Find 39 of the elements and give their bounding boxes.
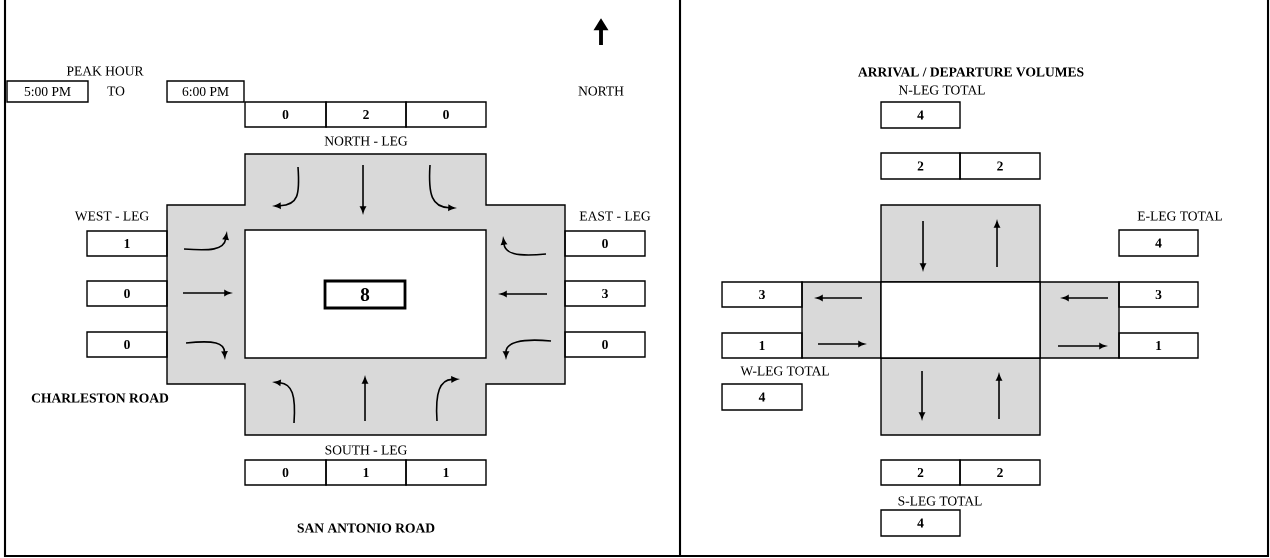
label: PEAK HOUR — [66, 66, 144, 76]
label: NORTH - LEG — [324, 136, 408, 146]
count-box: 1 — [721, 332, 803, 359]
time-box: 6:00 PM — [166, 80, 245, 103]
count-box: 2 — [959, 459, 1041, 486]
count-box: 0 — [405, 101, 487, 128]
count-box: 0 — [244, 101, 327, 128]
time-box: 5:00 PM — [6, 80, 89, 103]
count-box: 3 — [1118, 281, 1199, 308]
count-box: 4 — [1118, 229, 1199, 257]
count-box: 1 — [325, 459, 407, 486]
label: S-LEG TOTAL — [898, 496, 982, 506]
panel-title: ARRIVAL / DEPARTURE VOLUMES — [858, 67, 1084, 77]
road-name: SAN ANTONIO ROAD — [297, 523, 435, 533]
count-box: 1 — [86, 230, 168, 257]
label: N-LEG TOTAL — [898, 85, 985, 95]
count-box: 2 — [325, 101, 407, 128]
count-box: 0 — [564, 230, 646, 257]
count-box: 1 — [1118, 332, 1199, 359]
label: E-LEG TOTAL — [1137, 211, 1222, 221]
label: SOUTH - LEG — [325, 445, 407, 455]
count-box: 3 — [564, 280, 646, 307]
count-box: 2 — [959, 152, 1041, 180]
count-box: 0 — [244, 459, 327, 486]
count-box: 2 — [880, 152, 961, 180]
count-box: 4 — [880, 509, 961, 537]
count-box: 4 — [721, 383, 803, 411]
count-box: 2 — [880, 459, 961, 486]
count-box: 0 — [86, 331, 168, 358]
label: TO — [107, 86, 125, 96]
count-box: 3 — [721, 281, 803, 308]
label: W-LEG TOTAL — [740, 366, 829, 376]
count-box: 0 — [86, 280, 168, 307]
count-box: 1 — [405, 459, 487, 486]
road-name: CHARLESTON ROAD — [31, 393, 169, 403]
label: NORTH — [578, 86, 624, 96]
count-box: 0 — [564, 331, 646, 358]
count-box: 4 — [880, 101, 961, 129]
total-box: 8 — [323, 279, 407, 310]
